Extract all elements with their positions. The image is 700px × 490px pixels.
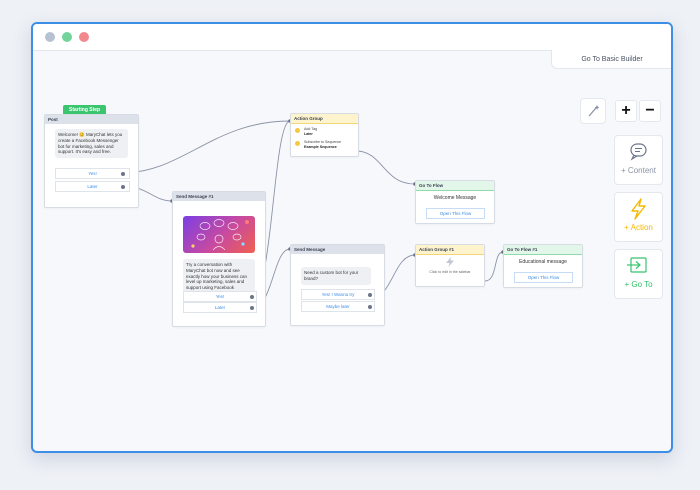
output-pin[interactable]: [121, 172, 125, 176]
window-control-red[interactable]: [79, 32, 89, 42]
starting-step-badge: Starting Step: [63, 105, 107, 115]
send-message-node[interactable]: Send Message Need a custom bot for your …: [290, 244, 385, 326]
button-later[interactable]: Later: [55, 181, 130, 192]
action-group-node[interactable]: Action Group Add Tag Later Subscribe to …: [290, 113, 359, 157]
message-bubble: Need a custom bot for your brand?: [301, 267, 371, 285]
node-title: Post: [45, 115, 138, 124]
action-label: + Action: [624, 223, 653, 232]
send-message-1-node[interactable]: Send Message #1: [172, 191, 266, 327]
node-title: Send Message: [291, 245, 384, 254]
button-later[interactable]: Later: [183, 302, 257, 313]
output-pin[interactable]: [250, 295, 254, 299]
node-title: Action Group: [291, 114, 358, 124]
add-content-button[interactable]: + Content: [614, 135, 663, 185]
flow-canvas[interactable]: Starting Step Post Welcome! 😊 MaryChat l…: [33, 51, 671, 451]
chat-bubble-icon: [630, 143, 647, 161]
go-to-flow-node[interactable]: Go To Flow Welcome Message Open This Flo…: [415, 180, 495, 224]
flow-name: Educational message: [519, 259, 567, 265]
window-control-green[interactable]: [62, 32, 72, 42]
lightning-icon: [446, 257, 454, 267]
enter-arrow-icon: [627, 257, 647, 273]
zoom-out-button[interactable]: −: [639, 100, 661, 122]
open-flow-button[interactable]: Open This Flow: [514, 272, 573, 283]
open-flow-button[interactable]: Open This Flow: [426, 208, 485, 219]
subscribe-sequence-row: Subscribe to Sequence Example Sequence: [304, 140, 342, 149]
output-pin[interactable]: [250, 306, 254, 310]
button-yes[interactable]: Yes!: [55, 168, 130, 179]
add-action-button[interactable]: + Action: [614, 192, 663, 242]
title-bar: [33, 24, 671, 51]
node-title: Go To Flow #1: [504, 245, 582, 255]
flow-name: Welcome Message: [433, 195, 477, 201]
output-pin[interactable]: [368, 293, 372, 297]
tag-icon: [295, 128, 300, 133]
ideas-illustration-icon: [191, 219, 249, 251]
auto-arrange-button[interactable]: [580, 98, 606, 124]
action-group-1-node[interactable]: Action Group #1 Click to edit in the sid…: [415, 244, 485, 287]
edit-hint: Click to edit in the sidebar: [429, 270, 471, 274]
magic-wand-icon: [588, 105, 600, 117]
node-title: Action Group #1: [416, 245, 484, 255]
output-pin[interactable]: [368, 305, 372, 309]
node-title: Send Message #1: [173, 192, 265, 201]
button-maybe-later[interactable]: Maybe later: [301, 301, 375, 312]
message-bubble: Welcome! 😊 MaryChat lets you create a Fa…: [55, 129, 128, 159]
zoom-in-button[interactable]: +: [615, 100, 637, 122]
post-node[interactable]: Post Welcome! 😊 MaryChat lets you create…: [44, 114, 139, 208]
node-title: Go To Flow: [416, 181, 494, 191]
window-control-gray[interactable]: [45, 32, 55, 42]
illustration-image: [183, 216, 255, 253]
add-goto-button[interactable]: + Go To: [614, 249, 663, 299]
sequence-icon: [295, 141, 300, 146]
add-tag-row: Add Tag Later: [304, 127, 318, 136]
button-yes[interactable]: Yes!: [183, 291, 257, 302]
output-pin[interactable]: [121, 185, 125, 189]
go-to-basic-builder-button[interactable]: Go To Basic Builder: [551, 50, 671, 69]
go-to-flow-1-node[interactable]: Go To Flow #1 Educational message Open T…: [503, 244, 583, 288]
content-label: + Content: [621, 166, 656, 175]
goto-label: + Go To: [624, 280, 653, 289]
lightning-icon: [631, 198, 646, 220]
button-yes-try[interactable]: Yes! I Wanna try: [301, 289, 375, 300]
app-window: Go To Basic Builder Starting St: [31, 22, 673, 453]
